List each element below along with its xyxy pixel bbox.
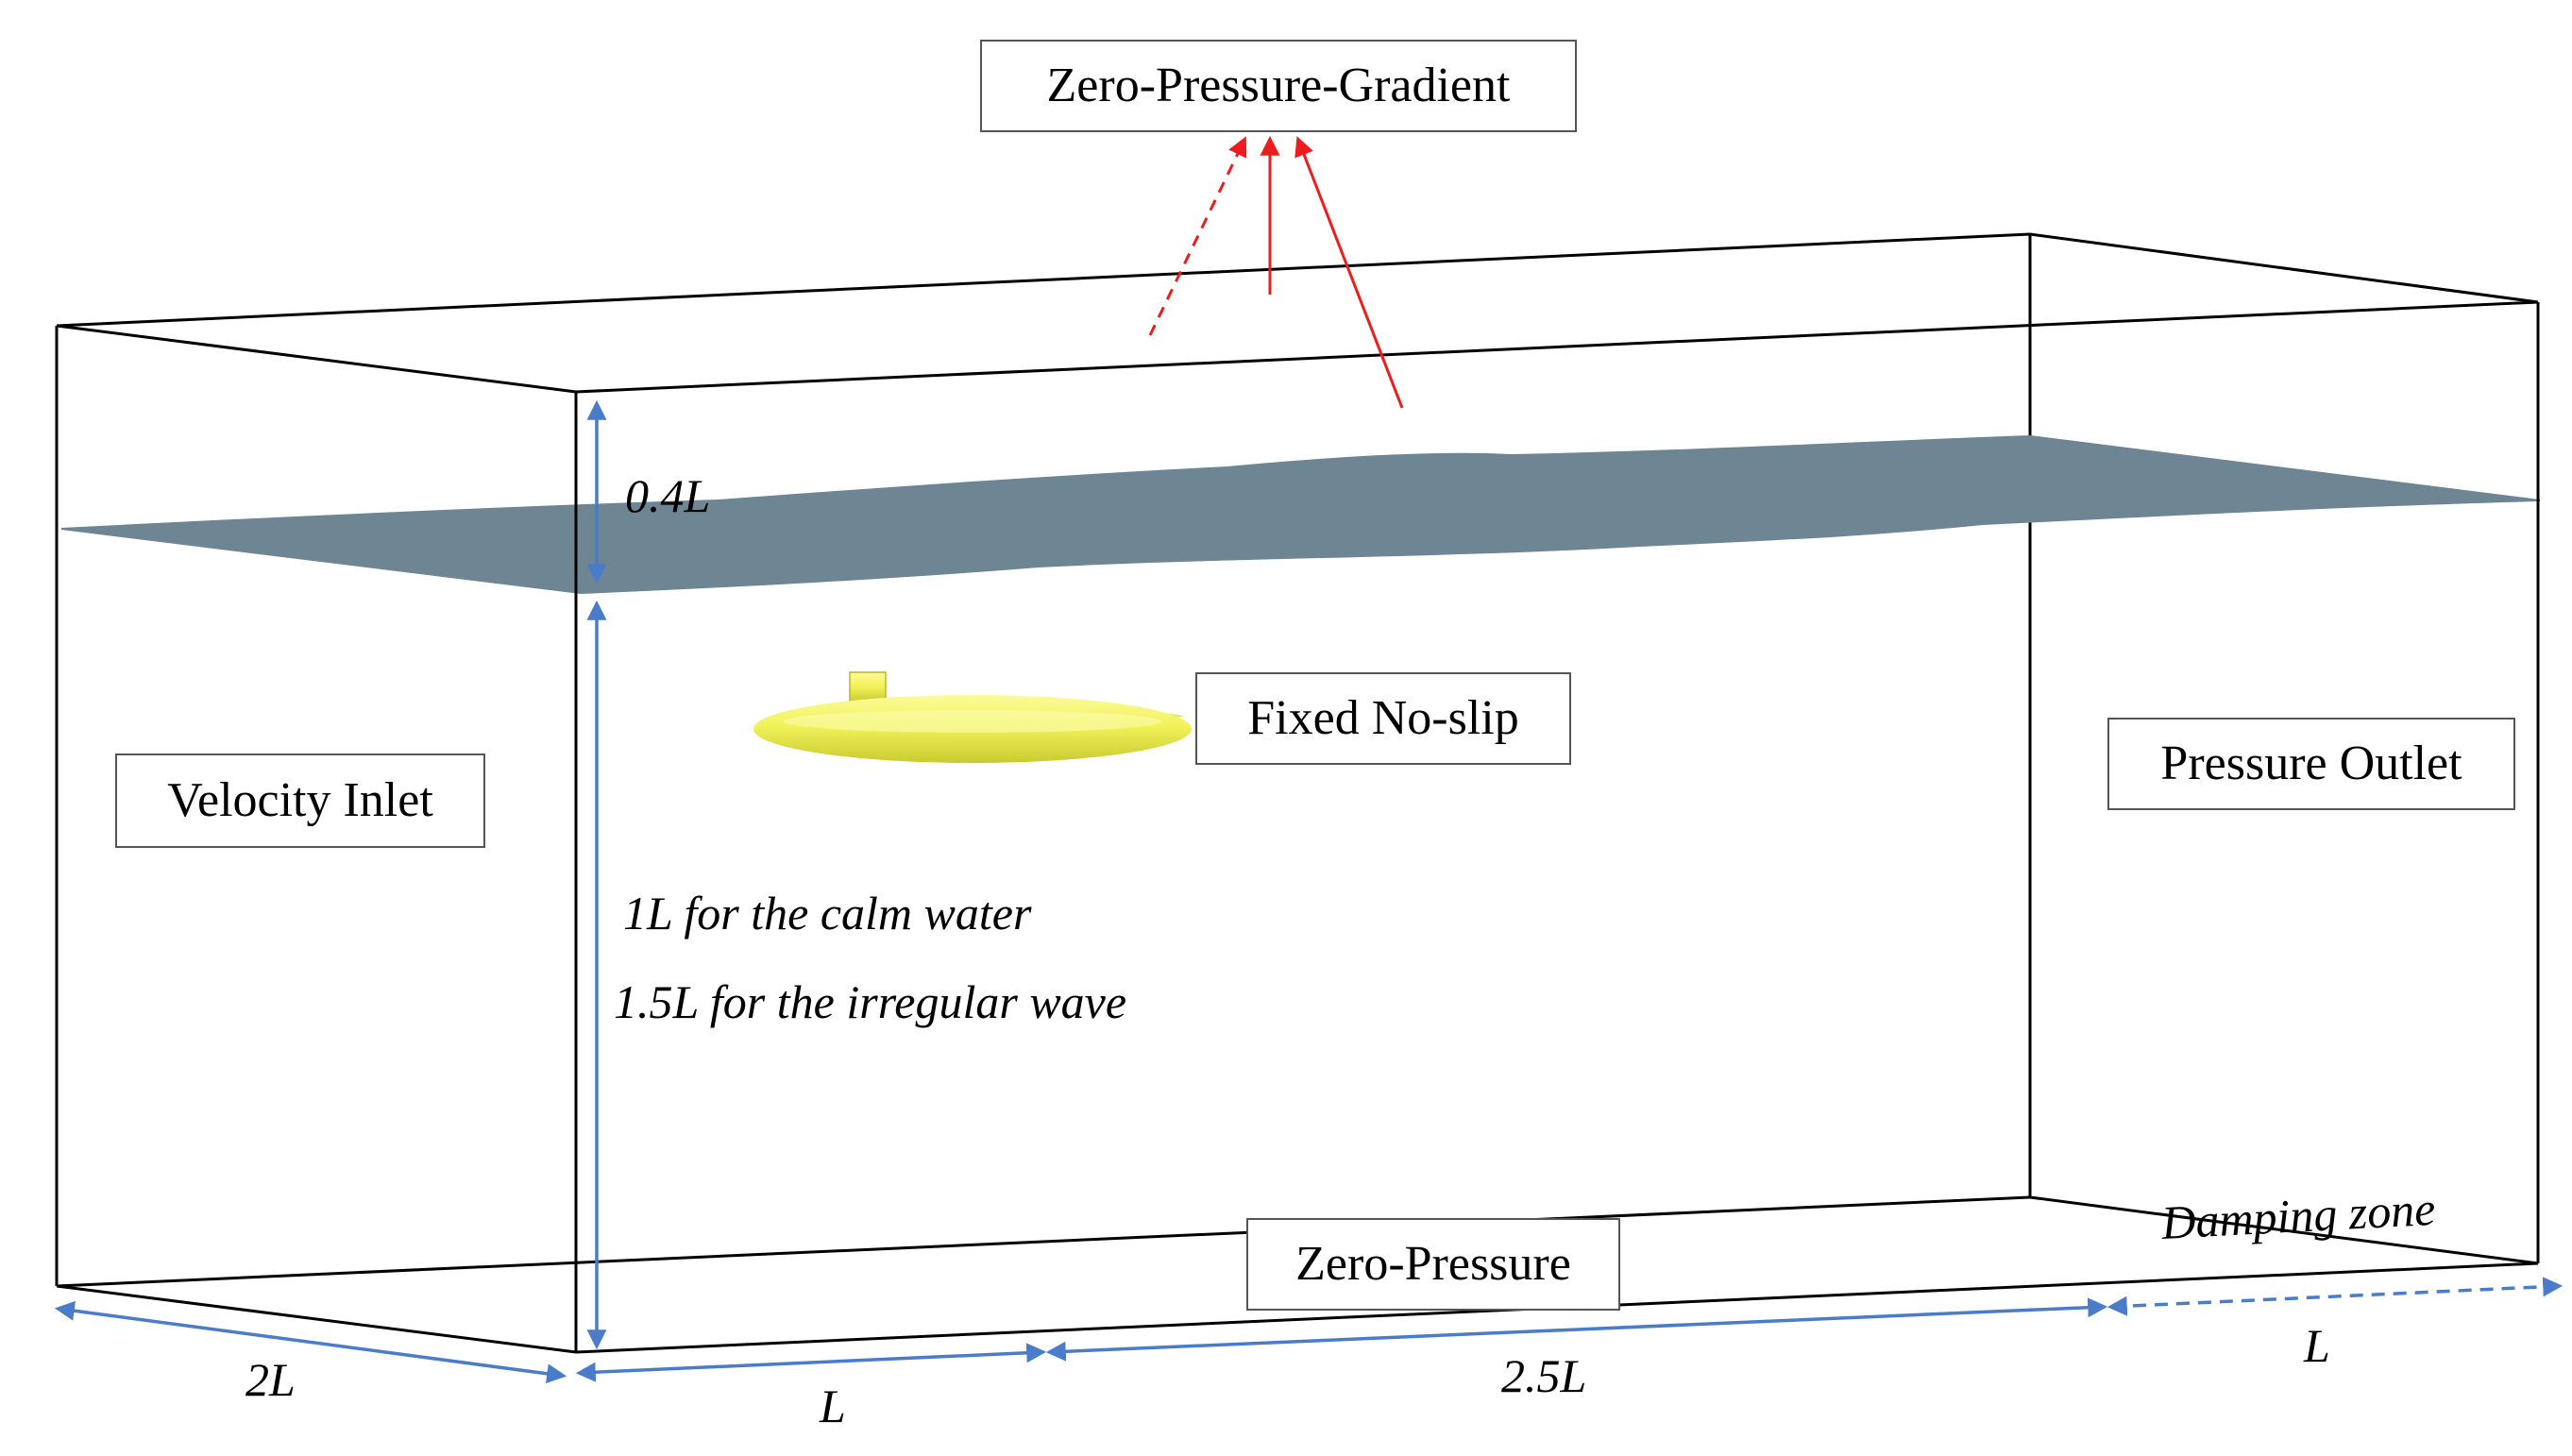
body-condition-label: Fixed No-slip bbox=[1195, 672, 1571, 765]
top-boundary-label: Zero-Pressure-Gradient bbox=[980, 40, 1577, 132]
upstream-dim-label: L bbox=[820, 1380, 846, 1432]
upstream-dim-line bbox=[575, 1343, 1047, 1382]
inlet-label: Velocity Inlet bbox=[115, 753, 485, 848]
downstream-dim-line bbox=[1045, 1297, 2108, 1362]
water-depth-wave-label: 1.5L for the irregular wave bbox=[614, 975, 1127, 1028]
top-front-edge bbox=[575, 300, 2539, 394]
dashed-arrow bbox=[1148, 136, 1247, 336]
top-back-edge bbox=[56, 232, 2539, 328]
width-dim-line bbox=[54, 1300, 567, 1384]
domain-back-edges bbox=[56, 232, 2539, 1288]
free-surface bbox=[60, 434, 2541, 595]
bottom-boundary-label: Zero-Pressure bbox=[1246, 1218, 1620, 1311]
submarine-hull-icon bbox=[753, 671, 1192, 763]
outlet-label: Pressure Outlet bbox=[2107, 718, 2515, 810]
bottom-back-edge bbox=[56, 1195, 2031, 1288]
top-boundary-arrows bbox=[1148, 135, 1404, 409]
width-dim-label: 2L bbox=[245, 1353, 296, 1406]
downstream-dim-label: 2.5L bbox=[1501, 1349, 1587, 1402]
top-left-edge bbox=[56, 324, 577, 394]
air-height-label: 0.4L bbox=[625, 469, 711, 522]
water-depth-calm-label: 1L for the calm water bbox=[623, 887, 1032, 940]
damping-dim-line bbox=[2107, 1277, 2564, 1316]
bottom-right-back-edge bbox=[2029, 1195, 2539, 1265]
horizontal-dimensions bbox=[54, 1277, 2564, 1384]
diagonal-arrow bbox=[1294, 136, 1404, 409]
damping-dim-label: L bbox=[2304, 1319, 2330, 1372]
